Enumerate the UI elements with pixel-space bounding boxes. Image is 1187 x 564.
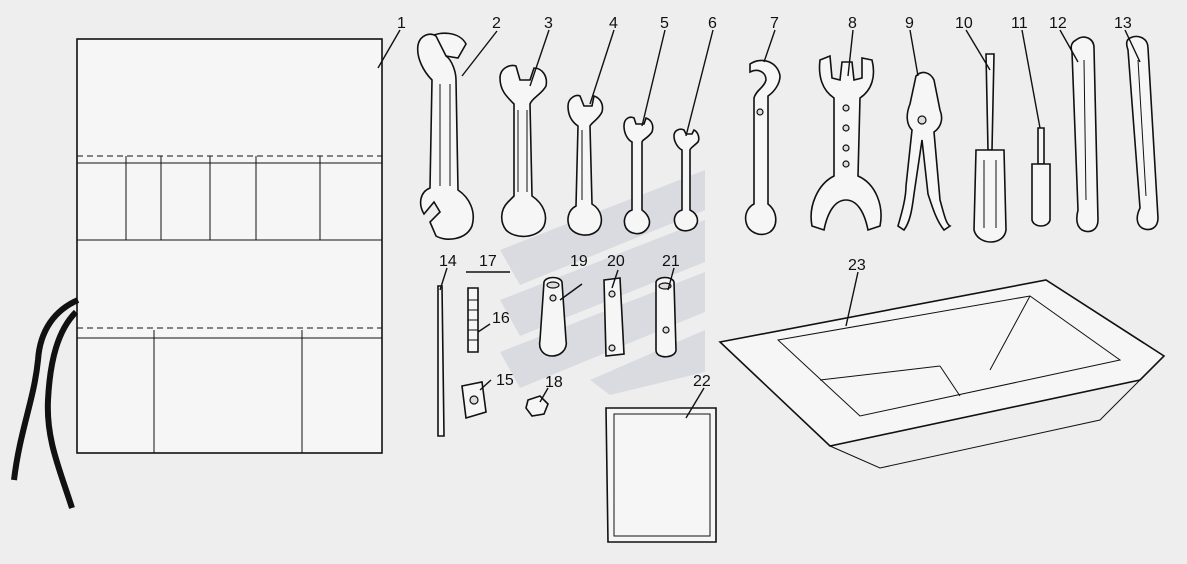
threaded-bolt (467, 287, 479, 353)
label-7: 7 (770, 15, 779, 32)
wrench-5 (623, 116, 654, 235)
label-6: 6 (708, 15, 717, 32)
label-2: 2 (492, 15, 501, 32)
hook-spanner (744, 59, 781, 236)
label-15: 15 (496, 372, 514, 389)
label-3: 3 (544, 15, 553, 32)
screwdriver-small (1031, 127, 1051, 227)
nut (525, 395, 549, 417)
part-labels: 1 2 3 4 5 6 7 8 9 10 11 12 13 14 15 16 1… (397, 15, 1132, 391)
label-4: 4 (609, 15, 618, 32)
label-12: 12 (1049, 15, 1067, 32)
label-19: 19 (570, 253, 588, 270)
label-21: 21 (662, 253, 680, 270)
pouch (605, 407, 717, 543)
pin-rod (437, 285, 445, 437)
label-13: 13 (1114, 15, 1132, 32)
label-9: 9 (905, 15, 914, 32)
box-spanner-20 (603, 277, 625, 357)
double-spanner (810, 54, 882, 232)
label-18: 18 (545, 374, 563, 391)
screwdriver-large (973, 53, 1007, 243)
tray (718, 279, 1166, 469)
box-spanner-19 (538, 276, 568, 357)
label-14: 14 (439, 253, 457, 270)
tyre-lever-12 (1070, 36, 1099, 233)
wrench-6 (673, 128, 700, 232)
label-22: 22 (693, 373, 711, 390)
wrench-3 (499, 64, 548, 238)
wrench-large (416, 32, 474, 240)
label-20: 20 (607, 253, 625, 270)
tool-roll (11, 38, 383, 509)
label-17: 17 (479, 253, 497, 270)
label-16: 16 (492, 310, 510, 327)
tyre-lever-13 (1125, 35, 1159, 231)
label-1: 1 (397, 15, 406, 32)
leader-lines (377, 29, 1141, 419)
box-spanner-21 (655, 276, 677, 358)
label-11: 11 (1011, 15, 1028, 32)
wrench-4 (567, 94, 604, 236)
label-8: 8 (848, 15, 857, 32)
label-5: 5 (660, 15, 669, 32)
label-23: 23 (848, 257, 866, 274)
label-10: 10 (955, 15, 973, 32)
pliers (897, 71, 952, 232)
clamp-block (461, 381, 487, 420)
